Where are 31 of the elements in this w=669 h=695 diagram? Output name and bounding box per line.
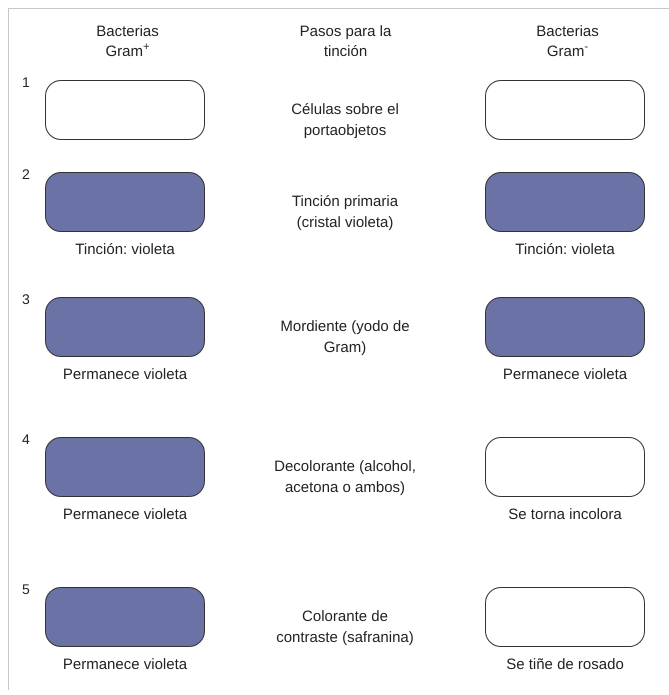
result-caption: Se torna incolora	[507, 505, 623, 525]
step-number: 2	[22, 166, 30, 182]
step-description: Tinción primaria (cristal violeta)	[290, 192, 400, 233]
step-description: Decolorante (alcohol, acetona o ambos)	[273, 457, 417, 498]
unstained-cell-box	[485, 80, 645, 140]
step-description: Colorante de contraste (safranina)	[275, 607, 415, 648]
unstained-cell-box	[485, 587, 645, 647]
result-caption: Permanece violeta	[62, 365, 188, 385]
result-caption: Permanece violeta	[62, 505, 188, 525]
column-heading: Bacterias Gram$^{-}$	[535, 22, 600, 62]
result-caption: Tinción: violeta	[74, 240, 176, 260]
stained-cell-box	[45, 172, 205, 232]
step-description: Mordiente (yodo de Gram)	[279, 317, 411, 358]
result-caption: Permanece violeta	[62, 655, 188, 675]
step-number: 5	[22, 581, 30, 597]
column-heading: Bacterias Gram$^{+}$	[95, 22, 160, 62]
step-description: Células sobre el portaobjetos	[290, 100, 400, 141]
stained-cell-box	[45, 587, 205, 647]
unstained-cell-box	[45, 80, 205, 140]
step-number: 4	[22, 431, 30, 447]
result-caption: Tinción: violeta	[514, 240, 616, 260]
stained-cell-box	[485, 297, 645, 357]
column-heading: Pasos para la tinción	[298, 22, 392, 62]
step-number: 1	[22, 74, 30, 90]
stained-cell-box	[485, 172, 645, 232]
result-caption: Se tiñe de rosado	[505, 655, 625, 675]
step-number: 3	[22, 291, 30, 307]
unstained-cell-box	[485, 437, 645, 497]
result-caption: Permanece violeta	[502, 365, 628, 385]
stained-cell-box	[45, 297, 205, 357]
stained-cell-box	[45, 437, 205, 497]
